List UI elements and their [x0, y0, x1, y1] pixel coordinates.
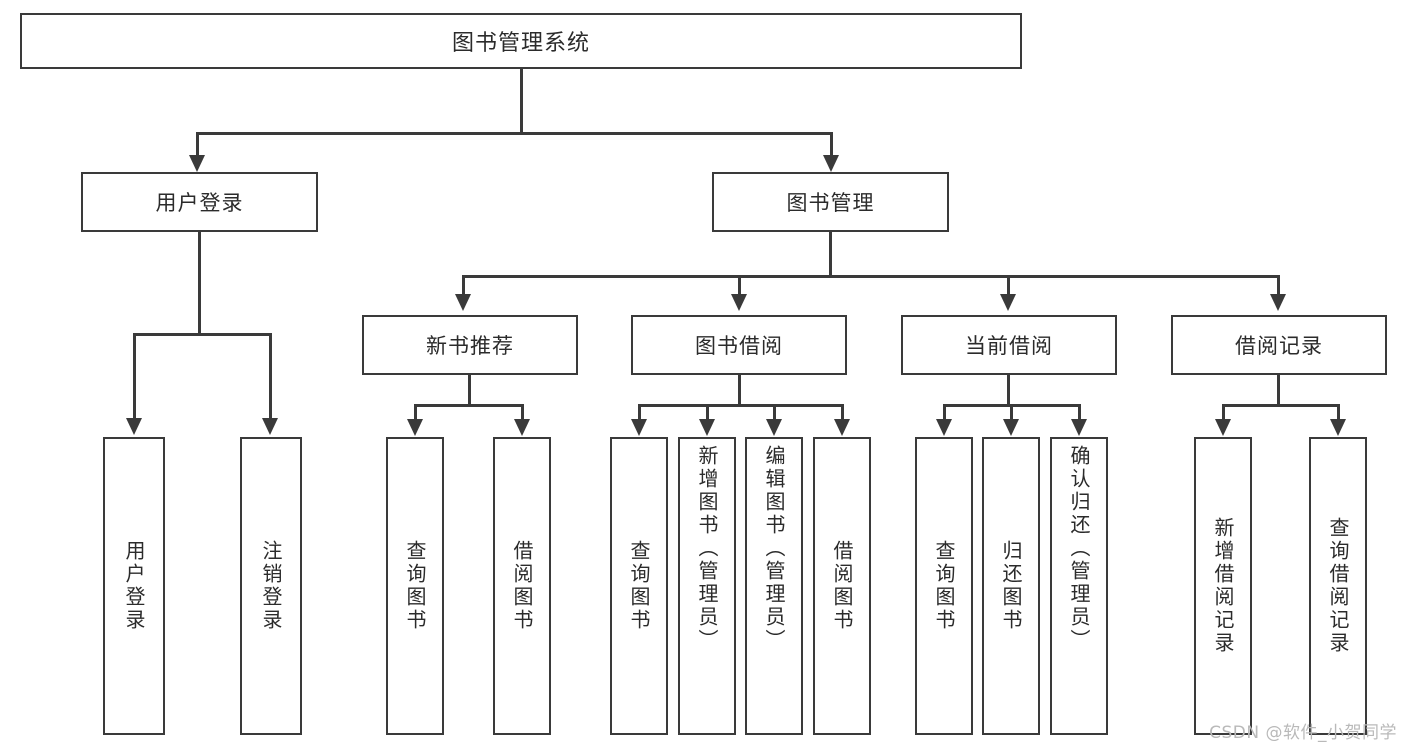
- node-label: 借阅记录: [1235, 334, 1323, 358]
- arrow-to-br-add-record: [1215, 419, 1231, 436]
- csdn-watermark: CSDN @软件_小贺同学: [1209, 723, 1397, 743]
- node-label: 新书推荐: [426, 334, 514, 358]
- node-book-management[interactable]: 图书管理: [712, 172, 949, 232]
- arrow-to-cb-query-book: [936, 419, 952, 436]
- node-label: 用户登录: [122, 540, 146, 632]
- leaf-cb-confirm-return[interactable]: 确认归还（管理员）: [1050, 437, 1108, 735]
- arrow-to-new-book-recommend: [455, 294, 471, 311]
- node-current-borrow[interactable]: 当前借阅: [901, 315, 1117, 375]
- arrow-to-leaf-logout: [262, 418, 278, 435]
- arrow-to-book-borrow: [731, 294, 747, 311]
- connector-root-to-user-login: [196, 132, 199, 160]
- connector-br-leaf-2: [1337, 404, 1340, 422]
- node-book-borrow[interactable]: 图书借阅: [631, 315, 847, 375]
- node-label: 图书管理系统: [451, 31, 590, 56]
- connector-bm-to-new-book: [462, 275, 465, 297]
- connector-cb-leaf-1: [943, 404, 946, 422]
- connector-nbr-leaf-1: [414, 404, 417, 422]
- arrow-to-nbr-query-book: [407, 419, 423, 436]
- connector-book-management-stem: [829, 232, 832, 278]
- connector-root-stem: [520, 69, 523, 134]
- node-borrow-records[interactable]: 借阅记录: [1171, 315, 1387, 375]
- leaf-nbr-borrow-book[interactable]: 借阅图书: [493, 437, 551, 735]
- node-label: 查询图书: [932, 540, 956, 632]
- node-label: 新增借阅记录: [1211, 517, 1235, 655]
- connector-user-login-bus: [133, 333, 271, 336]
- connector-root-to-book-management: [830, 132, 833, 160]
- arrow-to-book-management: [823, 155, 839, 172]
- node-label: 编辑图书（管理员）: [762, 445, 786, 652]
- connector-bb-leaf-4: [841, 404, 844, 422]
- arrow-to-borrow-records: [1270, 294, 1286, 311]
- arrow-to-bb-borrow-book: [834, 419, 850, 436]
- connector-bb-leaf-2: [706, 404, 709, 422]
- connector-bb-stem: [738, 375, 741, 407]
- connector-user-login-leaf-1: [133, 333, 136, 421]
- node-root-book-management-system[interactable]: 图书管理系统: [20, 13, 1022, 69]
- connector-book-management-bus: [462, 275, 1280, 278]
- node-label: 图书借阅: [695, 334, 783, 358]
- connector-br-stem: [1277, 375, 1280, 407]
- leaf-br-add-record[interactable]: 新增借阅记录: [1194, 437, 1252, 735]
- leaf-cb-return-book[interactable]: 归还图书: [982, 437, 1040, 735]
- connector-bb-leaf-3: [773, 404, 776, 422]
- connector-br-bus: [1222, 404, 1340, 407]
- node-label: 用户登录: [155, 191, 244, 215]
- connector-nbr-leaf-2: [521, 404, 524, 422]
- connector-bm-to-book-borrow: [738, 275, 741, 297]
- node-label: 查询图书: [627, 540, 651, 632]
- node-label: 查询借阅记录: [1326, 517, 1350, 655]
- connector-nbr-bus: [414, 404, 524, 407]
- arrow-to-nbr-borrow-book: [514, 419, 530, 436]
- connector-cb-leaf-3: [1078, 404, 1081, 422]
- leaf-user-login[interactable]: 用户登录: [103, 437, 165, 735]
- connector-root-bus: [196, 132, 833, 135]
- connector-bm-to-current-borrow: [1007, 275, 1010, 297]
- node-new-book-recommend[interactable]: 新书推荐: [362, 315, 578, 375]
- arrow-to-cb-confirm-return: [1071, 419, 1087, 436]
- arrow-to-cb-return-book: [1003, 419, 1019, 436]
- connector-bm-to-borrow-records: [1277, 275, 1280, 297]
- leaf-cb-query-book[interactable]: 查询图书: [915, 437, 973, 735]
- connector-nbr-stem: [468, 375, 471, 407]
- leaf-bb-add-book[interactable]: 新增图书（管理员）: [678, 437, 736, 735]
- leaf-nbr-query-book[interactable]: 查询图书: [386, 437, 444, 735]
- arrow-to-current-borrow: [1000, 294, 1016, 311]
- leaf-br-query-record[interactable]: 查询借阅记录: [1309, 437, 1367, 735]
- node-label: 借阅图书: [510, 540, 534, 632]
- connector-bb-leaf-1: [638, 404, 641, 422]
- connector-cb-stem: [1007, 375, 1010, 407]
- connector-user-login-leaf-2: [269, 333, 272, 421]
- connector-cb-leaf-2: [1010, 404, 1013, 422]
- node-label: 图书管理: [786, 191, 875, 215]
- node-label: 新增图书（管理员）: [695, 445, 719, 652]
- leaf-logout[interactable]: 注销登录: [240, 437, 302, 735]
- arrow-to-leaf-user-login: [126, 418, 142, 435]
- node-label: 注销登录: [259, 540, 283, 632]
- leaf-bb-edit-book[interactable]: 编辑图书（管理员）: [745, 437, 803, 735]
- arrow-to-user-login: [189, 155, 205, 172]
- arrow-to-bb-add-book: [699, 419, 715, 436]
- leaf-bb-borrow-book[interactable]: 借阅图书: [813, 437, 871, 735]
- node-user-login[interactable]: 用户登录: [81, 172, 318, 232]
- arrow-to-bb-query-book: [631, 419, 647, 436]
- node-label: 借阅图书: [830, 540, 854, 632]
- arrow-to-bb-edit-book: [766, 419, 782, 436]
- connector-bb-bus: [638, 404, 843, 407]
- connector-user-login-stem: [198, 232, 201, 335]
- node-label: 当前借阅: [965, 334, 1053, 358]
- node-label: 确认归还（管理员）: [1067, 445, 1091, 652]
- node-label: 查询图书: [403, 540, 427, 632]
- connector-br-leaf-1: [1222, 404, 1225, 422]
- leaf-bb-query-book[interactable]: 查询图书: [610, 437, 668, 735]
- arrow-to-br-query-record: [1330, 419, 1346, 436]
- node-label: 归还图书: [999, 540, 1023, 632]
